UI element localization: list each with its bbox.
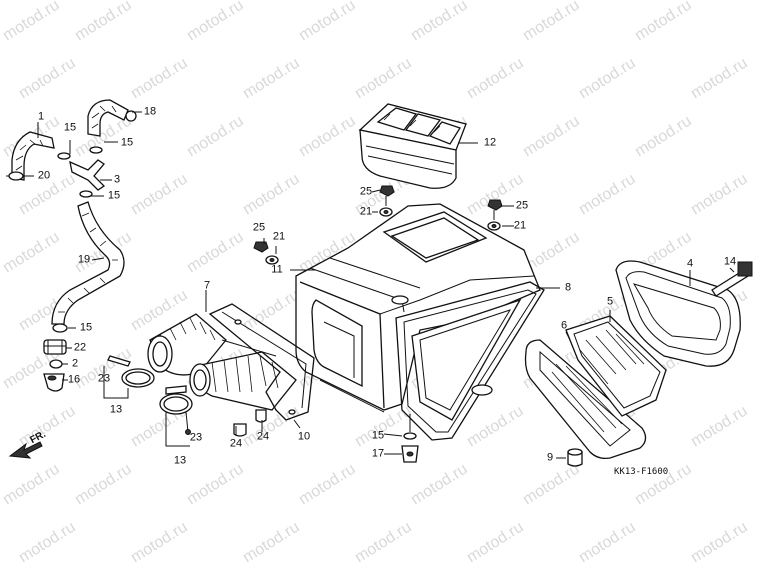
boot-10-drawing [189,351,297,411]
callout-15: 15 [120,136,134,149]
callout-8: 8 [564,281,572,294]
callout-16: 16 [67,373,81,386]
callout-3: 3 [113,173,121,186]
callout-2: 2 [71,357,79,370]
callout-6: 6 [560,319,568,332]
callout-23: 23 [189,431,203,444]
grommet-9-drawing [567,448,583,467]
front-direction-arrow [8,441,43,459]
callout-21: 21 [272,230,286,243]
callout-13: 13 [109,403,123,416]
bolt-25b-drawing [253,241,279,265]
callout-22: 22 [73,341,87,354]
callout-12: 12 [483,136,497,149]
callout-17: 17 [371,447,385,460]
callout-7: 7 [203,279,211,292]
bolt-25c-drawing [487,199,503,231]
callout-1: 1 [37,110,45,123]
callout-4: 4 [686,257,694,270]
plate-10-drawing [208,303,315,421]
callout-18: 18 [143,105,157,118]
callout-20: 20 [37,169,51,182]
screw-14-drawing [711,261,753,297]
drain-17-drawing [401,414,419,463]
callout-15: 15 [107,189,121,202]
housing-11-drawing [295,203,541,413]
frame-6-drawing [524,339,647,460]
t-joint-3-drawing [57,146,106,198]
callout-13: 13 [173,454,187,467]
callout-9: 9 [546,451,554,464]
hose-19-drawing [51,201,125,325]
callout-21: 21 [513,219,527,232]
callout-10: 10 [297,430,311,443]
callout-14: 14 [723,255,737,268]
callout-24: 24 [229,437,243,450]
duct-7-drawing [147,313,277,376]
cover-4-drawing [615,260,741,367]
callout-23: 23 [97,372,111,385]
callout-24: 24 [256,430,270,443]
screen-12-drawing [358,103,467,189]
gasket-8-drawing [395,281,545,441]
leader-lines [26,111,735,459]
callout-15: 15 [63,121,77,134]
callout-15: 15 [371,429,385,442]
callout-19: 19 [77,253,91,266]
callout-21: 21 [359,205,373,218]
callout-25: 25 [252,221,266,234]
hose-18-drawing [87,99,137,137]
callout-5: 5 [606,295,614,308]
callout-25: 25 [359,185,373,198]
clip-20-drawing [8,171,24,181]
bolt-25a-drawing [379,185,395,217]
clamp-13a-drawing [107,355,155,388]
diagram-code: KK13-F1600 [614,467,669,477]
clamp-13b-drawing [159,385,193,435]
callout-15: 15 [79,321,93,334]
fittings-lower-left [43,323,68,392]
housing-side-opening [411,298,522,421]
callout-25: 25 [515,199,529,212]
callout-11: 11 [271,263,283,276]
